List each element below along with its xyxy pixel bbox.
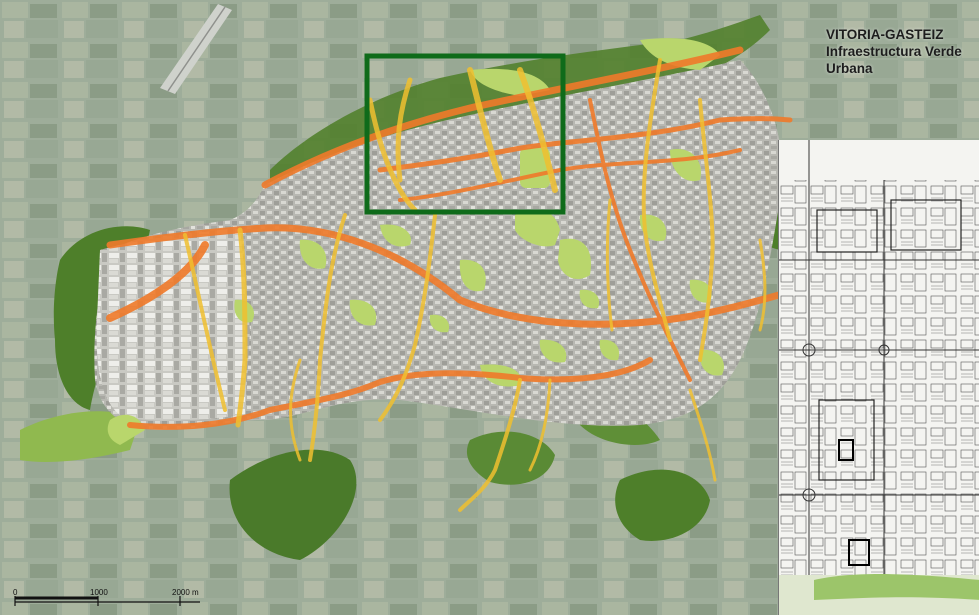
corridor-south-1 — [458, 378, 522, 512]
corridor-center — [378, 213, 437, 422]
corridor-east-2 — [698, 98, 715, 362]
map-title: VITORIA-GASTEIZ Infraestructura Verde Ur… — [826, 26, 976, 77]
corridor-east-3 — [605, 198, 614, 332]
corridor-north-focus-4 — [367, 97, 418, 213]
corridor-south-east — [688, 388, 717, 482]
scale-label-end: 2000 m — [172, 588, 199, 597]
urban-fabric — [94, 60, 783, 430]
industrial-district-west — [96, 228, 250, 421]
corridor-north-focus-2 — [517, 67, 558, 193]
focus-area-frame — [364, 53, 566, 215]
airport-runway — [160, 4, 232, 94]
urban-parks — [107, 38, 724, 445]
corridor-central — [398, 148, 742, 202]
scale-label-zero: 0 — [13, 588, 18, 597]
scale-label-mid: 1000 — [90, 588, 108, 597]
corridor-south-2 — [528, 378, 552, 472]
corridor-center-west — [308, 213, 347, 462]
green-belt-north — [270, 15, 770, 190]
corridor-west-diagonal — [106, 241, 209, 322]
inset-plan-panel — [778, 140, 979, 615]
corridor-north-focus-3 — [395, 77, 413, 183]
scale-bar — [14, 596, 200, 606]
corridor-far-east — [758, 238, 767, 332]
inset-plan-drawing — [779, 140, 979, 615]
title-subtitle: Infraestructura Verde — [826, 44, 962, 59]
corridor-north-focus — [467, 67, 503, 183]
corridor-east-west-axis — [106, 224, 794, 328]
corridors-secondary — [183, 58, 767, 512]
title-city: VITORIA-GASTEIZ — [826, 27, 944, 42]
corridor-west-inner — [183, 233, 227, 412]
corridor-west-vertical — [235, 227, 248, 428]
title-subtitle-2: Urbana — [826, 61, 873, 76]
corridor-east — [641, 58, 672, 342]
green-belt-south-west — [229, 449, 357, 560]
corridor-south-ring — [127, 357, 653, 430]
corridor-central-north — [377, 116, 793, 173]
green-belt-south-east — [615, 469, 710, 541]
corridor-south-west — [289, 358, 302, 462]
green-area-south — [466, 431, 555, 485]
